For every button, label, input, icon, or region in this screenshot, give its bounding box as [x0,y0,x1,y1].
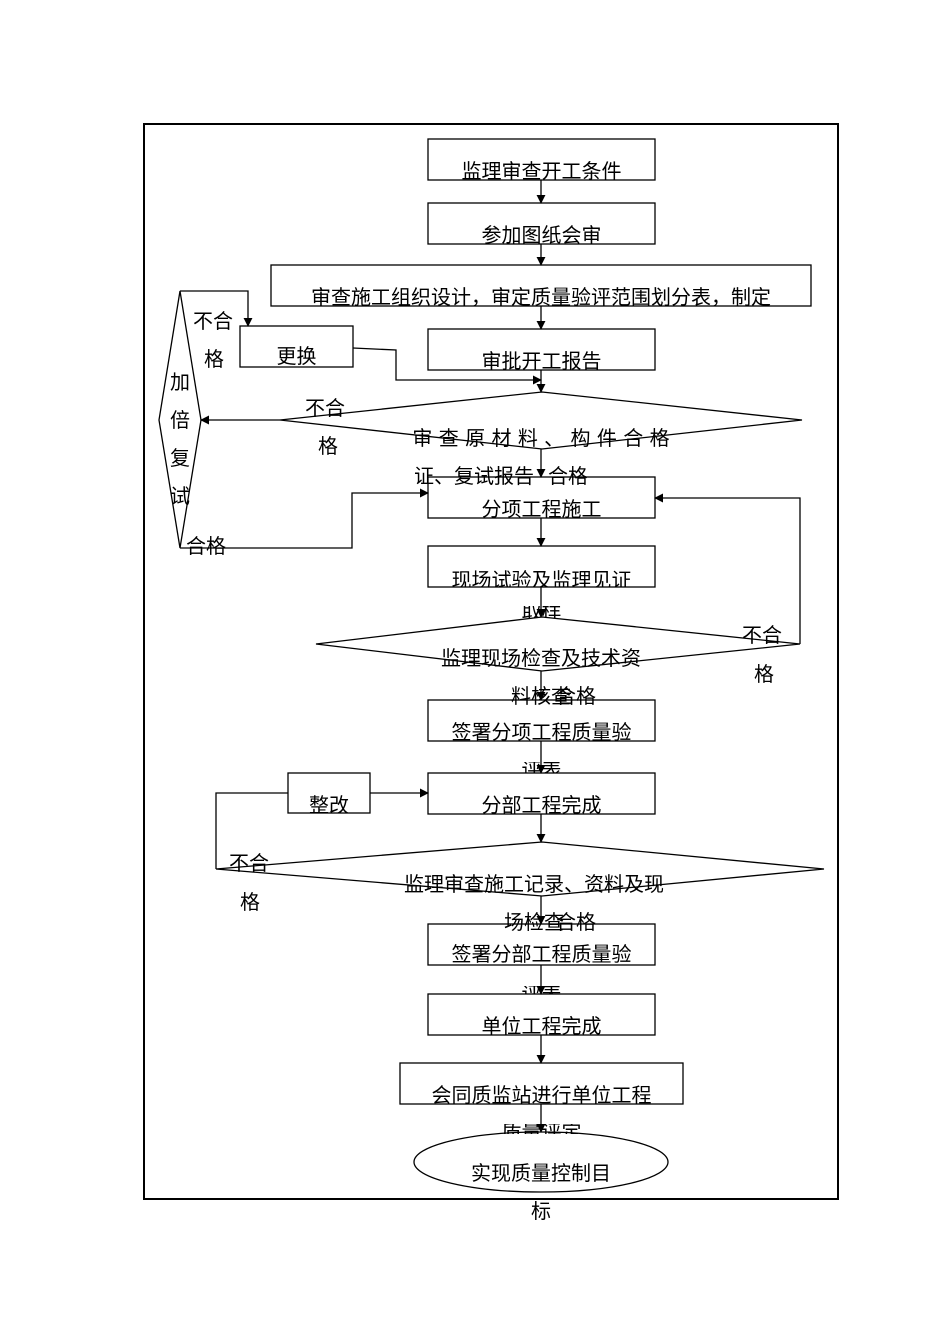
record-check-line1: 监理审查施工记录、资料及现 [404,872,664,896]
drawing-review-label: 参加图纸会审 [481,223,602,244]
org-design-label: 审查施工组织设计，审定质量验评范围划分表，制定 [311,285,771,306]
diamond-site-inspect [315,616,801,672]
division-complete-box: 分部工程完成 [428,773,655,814]
rectify-label: 整改 [309,793,349,813]
field-test-box: 现场试验及监理见证 [428,546,655,587]
sign-division-line2: 评表 [428,986,655,994]
sign-division-label: 签署分部工程质量验 [451,942,632,965]
record-check-line2: 场检查 [504,910,564,934]
material-check-line2: 证、复试报告 [414,464,534,488]
joint-eval-box: 会同质监站进行单位工程 [400,1063,683,1104]
material-pass-label: 合格 [548,464,588,488]
retest-char-1: 加 [170,370,190,394]
joint-eval-label: 会同质监站进行单位工程 [431,1083,652,1104]
retest-char-4: 试 [170,484,190,508]
box-replace [239,325,354,368]
unit-complete-label: 单位工程完成 [481,1014,602,1035]
subitem-construction-box: 分项工程施工 [428,477,655,518]
subitem-construction-label: 分项工程施工 [481,497,602,518]
site-inspect-line2: 料核查 [511,684,571,708]
field-test-line2: 取样 [521,606,562,618]
goal-line1: 实现质量控制目 [471,1161,611,1185]
replace-box: 更换 [240,326,353,367]
joint-eval-line2: 质量评定 [400,1124,683,1134]
retest-char-2: 倍 [170,408,190,432]
material-fail-label-2: 格 [318,434,338,458]
site-inspect-line1: 监理现场检查及技术资 [441,646,641,670]
material-fail-label: 不合 [305,396,345,420]
org-design-box: 审查施工组织设计，审定质量验评范围划分表，制定 [271,265,811,306]
field-test-overflow: 取样 [428,606,655,618]
diamond-record-check [215,841,825,897]
site-inspect-pass-label: 合格 [556,684,596,708]
drawing-review-box: 参加图纸会审 [428,203,655,244]
material-check-line1: 审 查 原 材 料 、 构 件 合 格 [412,426,670,450]
start-check-box: 监理审查开工条件 [428,139,655,180]
diamond-material-check [279,391,803,450]
record-check-fail-label: 不合 [229,851,269,875]
start-report-box: 审批开工报告 [428,329,655,370]
rectify-box: 整改 [288,773,370,813]
retest-fail-label: 不合 [193,309,233,333]
sign-subitem-line2: 评表 [428,762,655,773]
field-test-label: 现场试验及监理见证 [451,568,632,587]
replace-label: 更换 [276,344,317,367]
site-inspect-fail-label: 不合 [742,623,782,647]
sign-subitem-box: 签署分项工程质量验 [428,700,655,741]
sign-subitem-overflow: 评表 [428,762,655,773]
start-check-label: 监理审查开工条件 [461,159,622,180]
retest-fail-label-2: 格 [204,347,224,371]
page-frame [143,123,839,1200]
unit-complete-box: 单位工程完成 [428,994,655,1035]
division-complete-label: 分部工程完成 [481,793,602,814]
sign-division-overflow: 评表 [428,986,655,994]
record-check-fail-label-2: 格 [240,890,260,914]
goal-line2: 标 [531,1199,551,1223]
retest-char-3: 复 [170,446,190,470]
start-report-label: 审批开工报告 [481,349,602,370]
sign-subitem-label: 签署分项工程质量验 [451,720,632,741]
site-inspect-fail-label-2: 格 [754,662,774,686]
sign-division-box: 签署分部工程质量验 [428,924,655,965]
joint-eval-overflow: 质量评定 [400,1124,683,1134]
retest-pass-label: 合格 [186,534,226,558]
record-check-pass-label: 合格 [556,910,596,934]
